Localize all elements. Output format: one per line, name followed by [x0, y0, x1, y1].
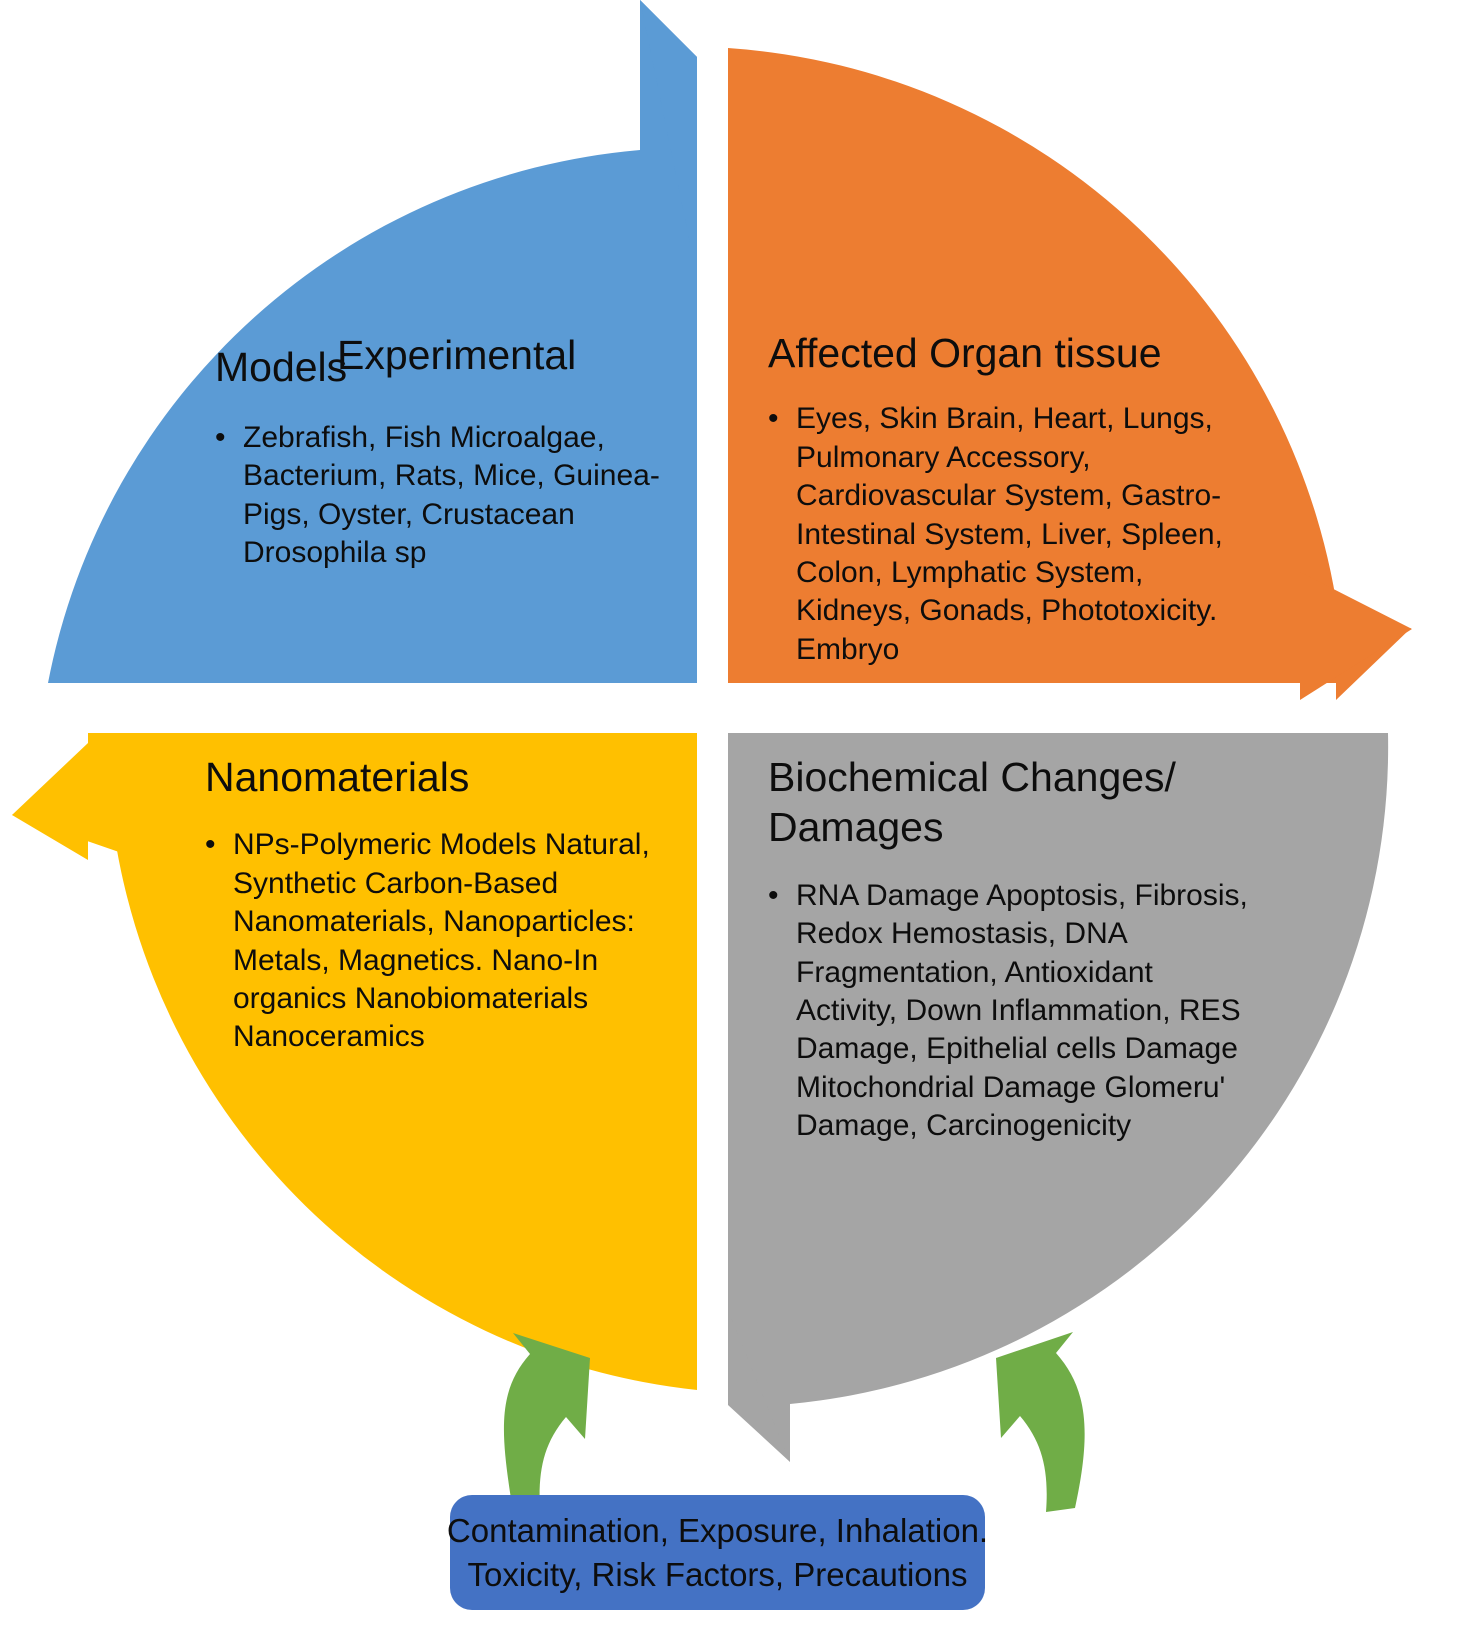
quadrant-bullet-text-affected-organ-tissue: Eyes, Skin Brain, Heart, Lungs, Pulmonar… [796, 402, 1223, 666]
bottom-callout-box[interactable]: Contamination, Exposure, Inhalation. Tox… [446, 1495, 989, 1610]
quadrant-bullet-experimental-models: • Zebrafish, Fish Microalgae, Bacterium,… [215, 419, 675, 573]
quadrant-text-biochemical-changes: Biochemical Changes/ Damages • RNA Damag… [768, 752, 1248, 1146]
green-arrow-left-icon [503, 1333, 590, 1510]
arrow-down-grey-icon [728, 1310, 790, 1462]
quadrant-shape-nanomaterials[interactable] [12, 733, 697, 1390]
quadrant-title-affected-organ-tissue: Affected Organ tissue [768, 330, 1162, 376]
quadrant-bullet-text-nanomaterials: NPs-Polymeric Models Natural, Synthetic … [233, 828, 650, 1054]
quadrant-text-affected-organ-tissue: Affected Organ tissue • Eyes, Skin Brain… [768, 328, 1238, 669]
quadrant-shape-biochemical-changes[interactable] [728, 733, 1389, 1462]
arrow-right-orange-icon [1300, 572, 1412, 700]
quadrant-bullet-text-experimental-models: Zebrafish, Fish Microalgae, Bacterium, R… [243, 420, 660, 570]
quadrant-text-nanomaterials: Nanomaterials • NPs-Polymeric Models Nat… [205, 752, 660, 1057]
bottom-callout-line-2: Toxicity, Risk Factors, Precautions [467, 1555, 968, 1593]
quadrant-text-experimental-models: Experimental Models • Zebrafish, Fish Mi… [215, 330, 675, 572]
quadrant-title-line1-experimental-models: Experimental [337, 332, 577, 378]
quadrant-title-nanomaterials: Nanomaterials [205, 754, 470, 800]
bullet-dot-icon: • [768, 878, 779, 912]
quadrant-title-line2-biochemical-changes: Damages [768, 804, 944, 851]
bullet-dot-icon: • [768, 402, 779, 436]
quadrant-shape-affected-organ-tissue[interactable] [728, 48, 1411, 700]
quadrant-bullet-biochemical-changes: • RNA Damage Apoptosis, Fibrosis, Redox … [768, 877, 1248, 1146]
quadrant-bullet-nanomaterials: • NPs-Polymeric Models Natural, Syntheti… [205, 826, 660, 1056]
arrow-up-blue-wing-icon [640, 0, 697, 243]
quadrant-shape-experimental-models[interactable] [48, 0, 697, 683]
bullet-dot-icon: • [215, 420, 226, 454]
bottom-callout-line-1: Contamination, Exposure, Inhalation. [446, 1511, 989, 1549]
bullet-dot-icon: • [205, 828, 216, 862]
quadrant-title-line1-biochemical-changes: Biochemical Changes/ [768, 754, 1176, 800]
quadrant-title-line2-experimental-models: Models [215, 344, 348, 391]
green-arrow-right-icon [996, 1332, 1085, 1512]
quadrant-bullet-affected-organ-tissue: • Eyes, Skin Brain, Heart, Lungs, Pulmon… [768, 400, 1238, 669]
quadrant-bullet-text-biochemical-changes: RNA Damage Apoptosis, Fibrosis, Redox He… [796, 878, 1248, 1143]
arrow-left-yellow-icon [12, 733, 148, 862]
